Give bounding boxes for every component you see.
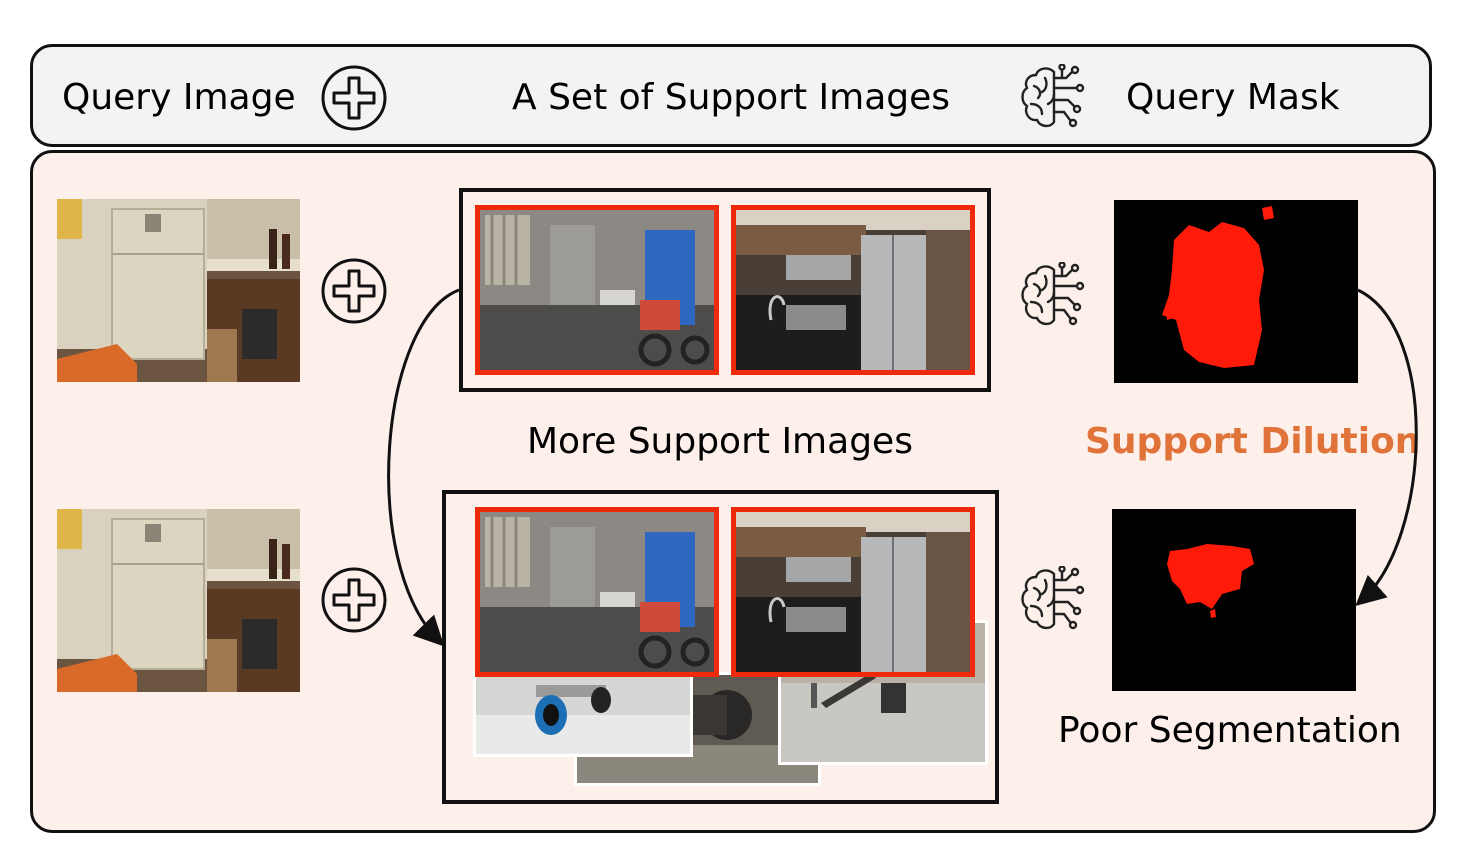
more-support-images-label: More Support Images bbox=[527, 421, 913, 462]
plus-circle-icon bbox=[321, 65, 387, 131]
brain-circuit-icon bbox=[1021, 262, 1085, 326]
header-support-set-label: A Set of Support Images bbox=[512, 77, 951, 118]
support-image-kitchen bbox=[731, 507, 975, 677]
query-image-bottom bbox=[57, 509, 300, 692]
query-mask-good bbox=[1114, 200, 1358, 383]
poor-segmentation-label: Poor Segmentation bbox=[1058, 710, 1402, 751]
support-image-bicycle-room bbox=[475, 205, 719, 375]
plus-circle-icon bbox=[321, 258, 387, 324]
query-image-top bbox=[57, 199, 300, 382]
brain-circuit-icon bbox=[1021, 566, 1085, 630]
header-query-image-label: Query Image bbox=[62, 77, 296, 118]
support-image-kitchen bbox=[731, 205, 975, 375]
support-image-toy-wheels bbox=[473, 672, 693, 757]
plus-circle-icon bbox=[321, 567, 387, 633]
header-query-mask-label: Query Mask bbox=[1126, 77, 1340, 118]
brain-circuit-icon bbox=[1021, 64, 1085, 128]
query-mask-poor bbox=[1112, 509, 1356, 691]
support-dilution-label: Support Dilution bbox=[1085, 421, 1421, 462]
support-image-bicycle-room bbox=[475, 507, 719, 677]
header-bar bbox=[30, 44, 1432, 147]
